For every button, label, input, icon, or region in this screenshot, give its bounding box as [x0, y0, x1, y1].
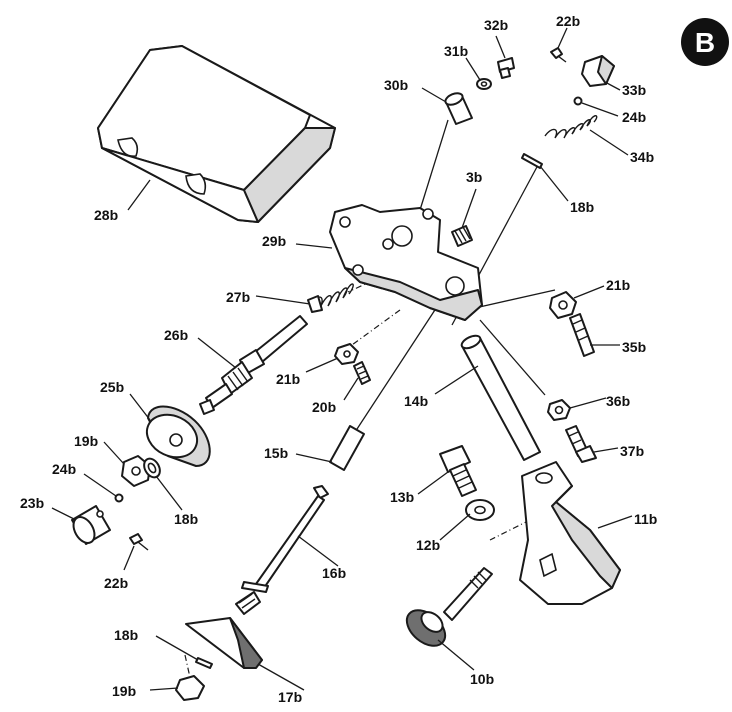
- label-26b: 26b: [164, 327, 188, 343]
- part-rod-14b: [460, 334, 541, 461]
- label-12b: 12b: [416, 537, 440, 553]
- part-collar-23b: [71, 505, 111, 545]
- section-badge-letter: B: [695, 27, 715, 58]
- label-33b: 33b: [622, 82, 646, 98]
- part-nut-19b-mid: [121, 455, 151, 487]
- label-13b: 13b: [390, 489, 414, 505]
- label-31b: 31b: [444, 43, 468, 59]
- label-32b: 32b: [484, 17, 508, 33]
- part-spring-27b: [307, 283, 354, 313]
- label-29b: 29b: [262, 233, 286, 249]
- part-spring-34b: [544, 115, 598, 139]
- part-screw-35b: [569, 313, 595, 357]
- label-18b-mid: 18b: [174, 511, 198, 527]
- part-labels: 32b 31b 30b 22b 33b 24b 34b 18b 3b 29b 2…: [20, 13, 657, 705]
- label-3b: 3b: [466, 169, 482, 185]
- label-19b-mid: 19b: [74, 433, 98, 449]
- part-screw-22b-bottom: [129, 533, 149, 551]
- label-28b: 28b: [94, 207, 118, 223]
- part-wedge-17b: [185, 617, 263, 669]
- part-screw-20b: [353, 361, 371, 385]
- label-leaders: [51, 27, 633, 691]
- part-bolt-13b: [439, 445, 477, 497]
- part-nut-21b-mid: [334, 343, 359, 365]
- label-24b-top: 24b: [622, 109, 646, 125]
- label-14b: 14b: [404, 393, 428, 409]
- part-bushing-30b: [444, 92, 473, 125]
- part-washer-31b: [476, 78, 492, 90]
- label-36b: 36b: [606, 393, 630, 409]
- label-21b-right: 21b: [606, 277, 630, 293]
- label-17b: 17b: [278, 689, 302, 705]
- label-18b-bottom: 18b: [114, 627, 138, 643]
- part-cover-28b: [97, 45, 336, 223]
- label-30b: 30b: [384, 77, 408, 93]
- label-20b: 20b: [312, 399, 336, 415]
- label-35b: 35b: [622, 339, 646, 355]
- label-25b: 25b: [100, 379, 124, 395]
- part-knob-screw-10b: [405, 567, 493, 647]
- part-shaft-16b: [235, 485, 329, 615]
- part-washer-18b-mid: [143, 457, 161, 479]
- label-27b: 27b: [226, 289, 250, 305]
- part-screw-22b-top: [550, 47, 567, 63]
- part-setscrew-3b: [451, 225, 473, 247]
- label-23b: 23b: [20, 495, 44, 511]
- label-22b-top: 22b: [556, 13, 580, 29]
- part-ball-24b-mid: [114, 493, 124, 503]
- part-bracket-29b: [329, 204, 483, 321]
- label-21b-mid: 21b: [276, 371, 300, 387]
- label-19b-bottom: 19b: [112, 683, 136, 699]
- part-sleeve-15b: [329, 425, 365, 471]
- part-ball-24b-top: [573, 96, 583, 106]
- label-16b: 16b: [322, 565, 346, 581]
- part-screw-37b: [565, 425, 597, 463]
- part-washer-12b: [465, 499, 495, 521]
- section-badge: B: [681, 18, 729, 66]
- part-block-33b: [581, 55, 615, 87]
- part-pin-18b-bottom: [195, 657, 213, 669]
- label-15b: 15b: [264, 445, 288, 461]
- part-nut-21b-right: [549, 291, 577, 319]
- label-18b-top: 18b: [570, 199, 594, 215]
- label-10b: 10b: [470, 671, 494, 687]
- label-11b: 11b: [634, 511, 657, 527]
- label-37b: 37b: [620, 443, 644, 459]
- part-pin-18b-top: [521, 153, 543, 169]
- part-nut-36b: [547, 399, 571, 421]
- part-nut-19b-bottom: [175, 675, 205, 701]
- label-22b-bottom: 22b: [104, 575, 128, 591]
- label-34b: 34b: [630, 149, 654, 165]
- assembly-lines: [184, 119, 556, 701]
- part-wheel-25b: [145, 405, 211, 467]
- part-shaft-26b: [199, 315, 308, 415]
- label-24b-mid: 24b: [52, 461, 76, 477]
- part-clamp-11b: [519, 461, 621, 605]
- part-screw-32b: [497, 57, 515, 79]
